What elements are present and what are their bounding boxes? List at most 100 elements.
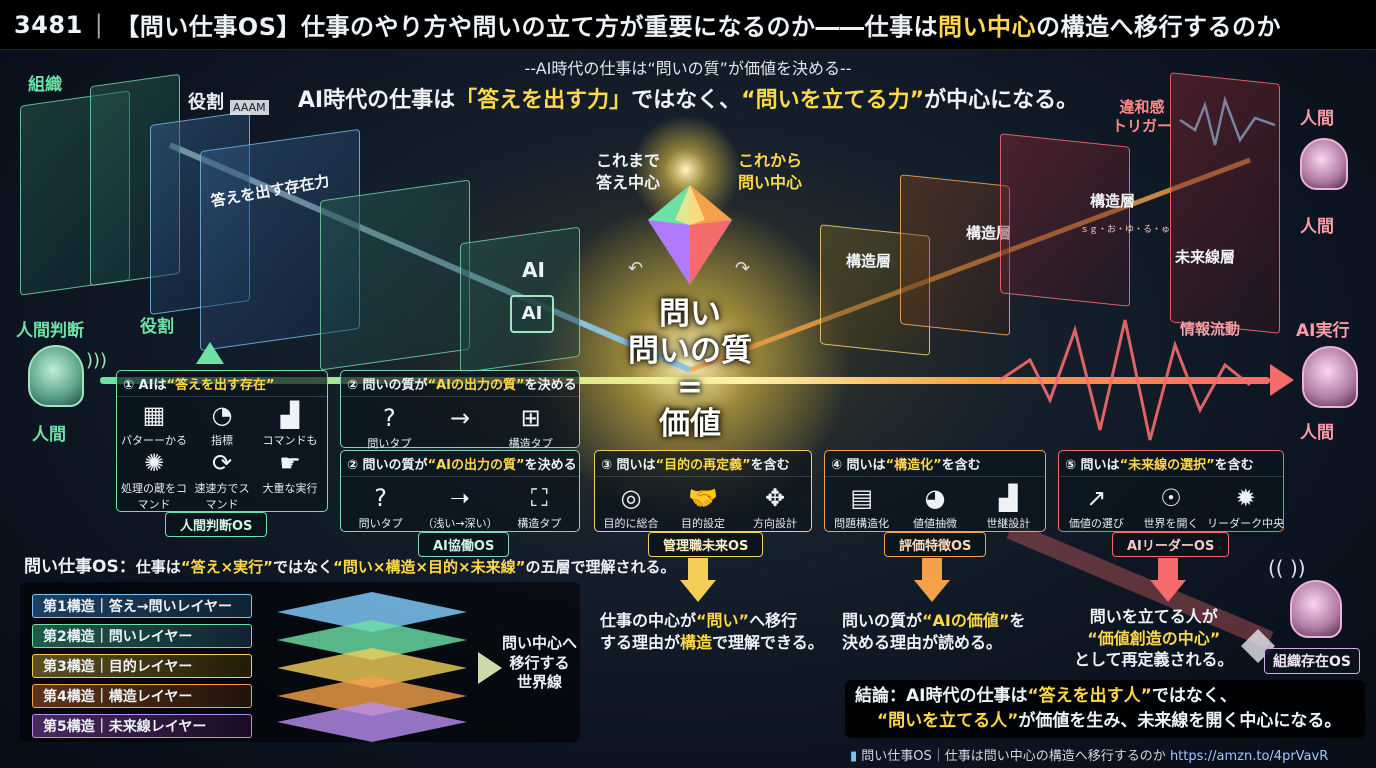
pie-chart-icon: ◕ xyxy=(924,484,946,512)
target-icon: ◎ xyxy=(620,484,642,512)
center-q4: 価値 xyxy=(659,405,721,442)
structure-grid-icon: ⊞ xyxy=(520,404,541,432)
center-q2: 問いの質 xyxy=(628,332,752,369)
title-number: 3481 xyxy=(14,10,83,39)
card-2a-item-1: ?問いタプ xyxy=(353,403,425,451)
card-5-item-1: ↗価値の選び xyxy=(1060,483,1132,531)
card-3-item-2: 🤝目的設定 xyxy=(667,483,739,531)
layer-4: 第4構造｜構造レイヤー xyxy=(32,684,252,708)
headline-b: ではなく、 xyxy=(631,88,742,113)
card-3-item-2-text: 目的設定 xyxy=(681,517,725,530)
org-human-head-icon xyxy=(1290,580,1342,638)
pointer-icon: ☛ xyxy=(279,449,301,477)
process-gear-icon: ✺ xyxy=(143,449,165,477)
conclusion-a: 結論：AI時代の仕事は xyxy=(855,686,1028,706)
future-layer-label: 未来線層 xyxy=(1175,248,1236,266)
code-chip: AAAM xyxy=(230,100,269,115)
future-label-a: これから xyxy=(738,151,803,170)
struct-panel-c xyxy=(1000,133,1130,307)
card-3-num: ③ xyxy=(601,458,613,473)
struct-panel-b xyxy=(900,174,1010,336)
os-summary-a: 問い仕事OS： xyxy=(24,557,136,577)
card-5-head-hl: “未来線の選択” xyxy=(1119,458,1215,473)
card-4-head-a: 問いは xyxy=(846,458,886,473)
info-flow-label: 情報流動 xyxy=(1180,320,1241,338)
card-1-head: ① AIは“答えを出す存在” xyxy=(117,371,327,397)
center-q1: 問い xyxy=(659,296,721,332)
struct-label-b: 構造層 xyxy=(966,224,1012,242)
human-top-label: 人間 xyxy=(1300,109,1334,129)
card-3-item-1: ◎目的に総合 xyxy=(595,483,667,531)
card-4-head: ④ 問いは“構造化”を含む xyxy=(825,451,1045,477)
human-head-top-right-icon xyxy=(1300,138,1348,190)
bar-chart-icon: ▟ xyxy=(280,401,300,429)
os-summary-hl2: “問い×構造×目的×未来線” xyxy=(333,558,526,576)
card-2a-head-hl: “AIの出力の質” xyxy=(427,378,525,393)
card-4-item-2-text: 値値抽微 xyxy=(912,517,957,530)
hierarchy-icon: ⛶ xyxy=(530,484,548,512)
role-label-top: 役割 xyxy=(188,92,224,113)
card-2b-item-3: ⛶ 構造タプ xyxy=(503,483,575,531)
card-2a-item-2-text: 構造タプ xyxy=(508,437,553,450)
os-summary-c: ではなく xyxy=(273,558,334,576)
card-3-head-hl: “目的の再定義” xyxy=(655,458,751,473)
future-label: これから 問い中心 xyxy=(738,150,838,193)
top-star-glow xyxy=(631,115,741,225)
footer: ▮ 問い仕事OS｜仕事は問い中心の構造へ移行するのか https://amzn.… xyxy=(850,745,1328,764)
os-summary-b: 仕事は xyxy=(135,558,181,576)
card-3-head-a: 問いは xyxy=(616,458,656,473)
footer-book: 問い仕事OS｜仕事は問い中心の構造へ移行するのか xyxy=(861,749,1166,764)
bottom-text-3: 問いを立てる人が “価値創造の中心” として再定義される。 xyxy=(1074,606,1234,671)
leader-icon: ✹ xyxy=(1235,484,1256,512)
layer-2: 第2構造｜問いレイヤー xyxy=(32,624,252,648)
rotate-left-icon: ↶ xyxy=(628,258,644,279)
signal-waves-icon: ))) xyxy=(86,350,108,371)
down-arrow-icon-3 xyxy=(1150,580,1186,602)
layer-arrow-icon xyxy=(478,652,502,684)
main-flow-arrowhead xyxy=(1270,364,1294,396)
past-label-b: 答え中心 xyxy=(595,172,660,192)
card-2b-item-3-text: 構造タプ xyxy=(517,517,562,530)
layer-3: 第3構造｜目的レイヤー xyxy=(32,654,252,678)
future-label-b: 問い中心 xyxy=(738,172,803,192)
human-mid-label: 人間 xyxy=(1300,217,1334,237)
bottom-1-b: へ移行 xyxy=(749,611,798,630)
card-2b-item-2-text: （浅い→深い） xyxy=(422,517,498,530)
ai-chip: AI xyxy=(510,295,554,333)
card-1-item-3-text: コマンドも xyxy=(262,434,318,447)
down-arrow-stem-3 xyxy=(1158,558,1178,582)
os-summary-d: の五層で理解される。 xyxy=(525,558,676,576)
card-5-head: ⑤ 問いは“未来線の選択”を含む xyxy=(1059,451,1283,477)
card-5-item-2-text: 世界を開く xyxy=(1143,517,1199,530)
headline-hl1: 「答えを出す力」 xyxy=(455,88,632,113)
headline-a: AI時代の仕事は xyxy=(297,88,456,113)
title-separator: ｜ xyxy=(86,13,112,41)
card-2a-num: ② xyxy=(347,378,359,393)
card-2b-num: ② xyxy=(347,458,359,473)
card-2a-item-2: ⊞ 構造タプ xyxy=(495,403,567,451)
headline: AI時代の仕事は「答えを出す力」ではなく、“問いを立てる力”が中心になる。 xyxy=(0,82,1376,114)
card-5-num: ⑤ xyxy=(1065,458,1077,473)
card-4-item-3: ▟世継設計 xyxy=(972,483,1044,531)
card-2b-head-hl: “AIの出力の質” xyxy=(427,458,525,473)
ai-panel-label: AI xyxy=(522,258,545,282)
human-judgement-label: 人間判断 xyxy=(16,321,84,341)
book-icon: ▮ xyxy=(850,749,858,764)
os-tag-2: AI協働OS xyxy=(418,532,510,557)
human-right-label: 人間 xyxy=(1300,423,1334,443)
card-1-item-1-text: パターーかる xyxy=(121,434,187,447)
card-5-item-3-text: リーダーク中央 xyxy=(1207,517,1285,530)
conclusion-hl2: “問いを立てる人” xyxy=(877,710,1019,731)
human-left-label: 人間 xyxy=(32,425,66,445)
future-panel xyxy=(1170,72,1280,334)
document-structure-icon: ▤ xyxy=(850,484,873,512)
pattern-grid-icon: ▦ xyxy=(142,401,166,429)
globe-icon: ☉ xyxy=(1160,484,1182,512)
conclusion-hl1: “答えを出す人” xyxy=(1027,686,1152,706)
card-1-item-1: ▦ パターーかる xyxy=(118,400,190,448)
card-1-item-5: ⟳速速方でスマンド xyxy=(192,448,252,511)
growth-chart-icon: ▟ xyxy=(999,484,1018,512)
card-1-item-2-text: 指標 xyxy=(211,434,233,447)
footer-link[interactable]: https://amzn.to/4prVavR xyxy=(1169,749,1329,764)
conclusion-c: が価値を生み、未来線を開く中心になる。 xyxy=(1018,710,1342,731)
